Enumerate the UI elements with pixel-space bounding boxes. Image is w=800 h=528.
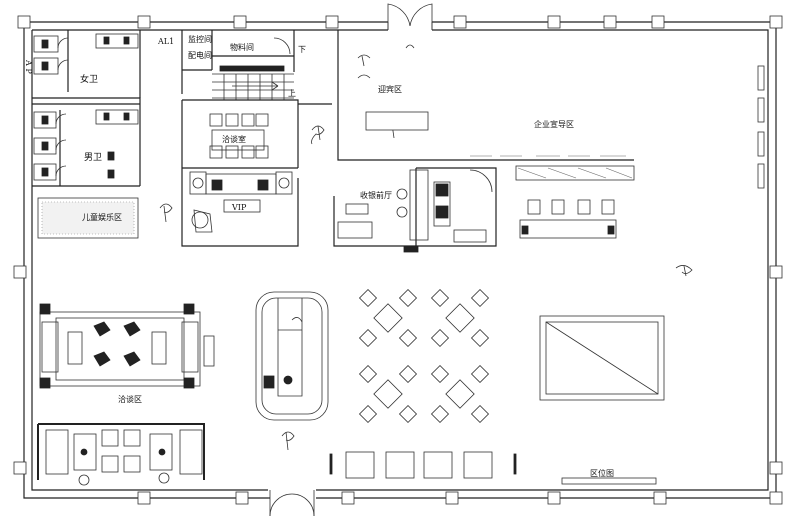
kids-area: 儿童娱乐区 — [37, 197, 139, 239]
label-side-mark: A P — [24, 59, 33, 74]
label-cashier: 收银前厅 — [360, 190, 392, 200]
location-map-display: 区位图 — [329, 451, 657, 485]
negotiation-vip-block: 洽谈室 VIP — [181, 99, 332, 247]
cashier-block: 收银前厅 — [333, 167, 497, 253]
label-talk-zone: 洽谈区 — [118, 394, 142, 404]
label-corporate-zone: 企业宣导区 — [534, 119, 574, 129]
label-location-map: 区位图 — [590, 468, 614, 478]
label-stair-down: 下 — [298, 45, 306, 54]
dining-tables — [358, 288, 490, 424]
top-entrance-door[interactable] — [387, 3, 433, 30]
label-al1: AL1 — [157, 37, 174, 46]
reception-area: 迎宾区 企业宣导区 — [337, 30, 765, 189]
outer-walls — [13, 15, 783, 505]
label-female-wc: 女卫 — [80, 73, 98, 85]
label-storage-room: 物料间 — [230, 42, 254, 52]
label-monitor-room: 监控间 — [188, 34, 212, 44]
sand-table — [539, 315, 665, 401]
bottom-entrance-door[interactable] — [268, 490, 315, 517]
toilet-block: 女卫 男卫 A P — [24, 30, 141, 187]
label-reception-zone: 迎宾区 — [378, 84, 402, 94]
bar-counter — [255, 291, 329, 421]
label-stair-up: 上 — [288, 89, 296, 98]
lounge-seating — [37, 423, 205, 486]
talk-zone: 洽谈区 — [39, 303, 215, 404]
label-kids-zone: 儿童娱乐区 — [82, 212, 122, 222]
label-vip: VIP — [231, 203, 247, 212]
label-power-room: 配电间 — [188, 50, 212, 60]
label-male-wc: 男卫 — [84, 152, 102, 163]
service-rooms: 监控间 配电间 物料间 下 上 — [181, 30, 306, 100]
corporate-display — [515, 165, 635, 239]
label-negotiation-room: 洽谈室 — [222, 134, 246, 144]
